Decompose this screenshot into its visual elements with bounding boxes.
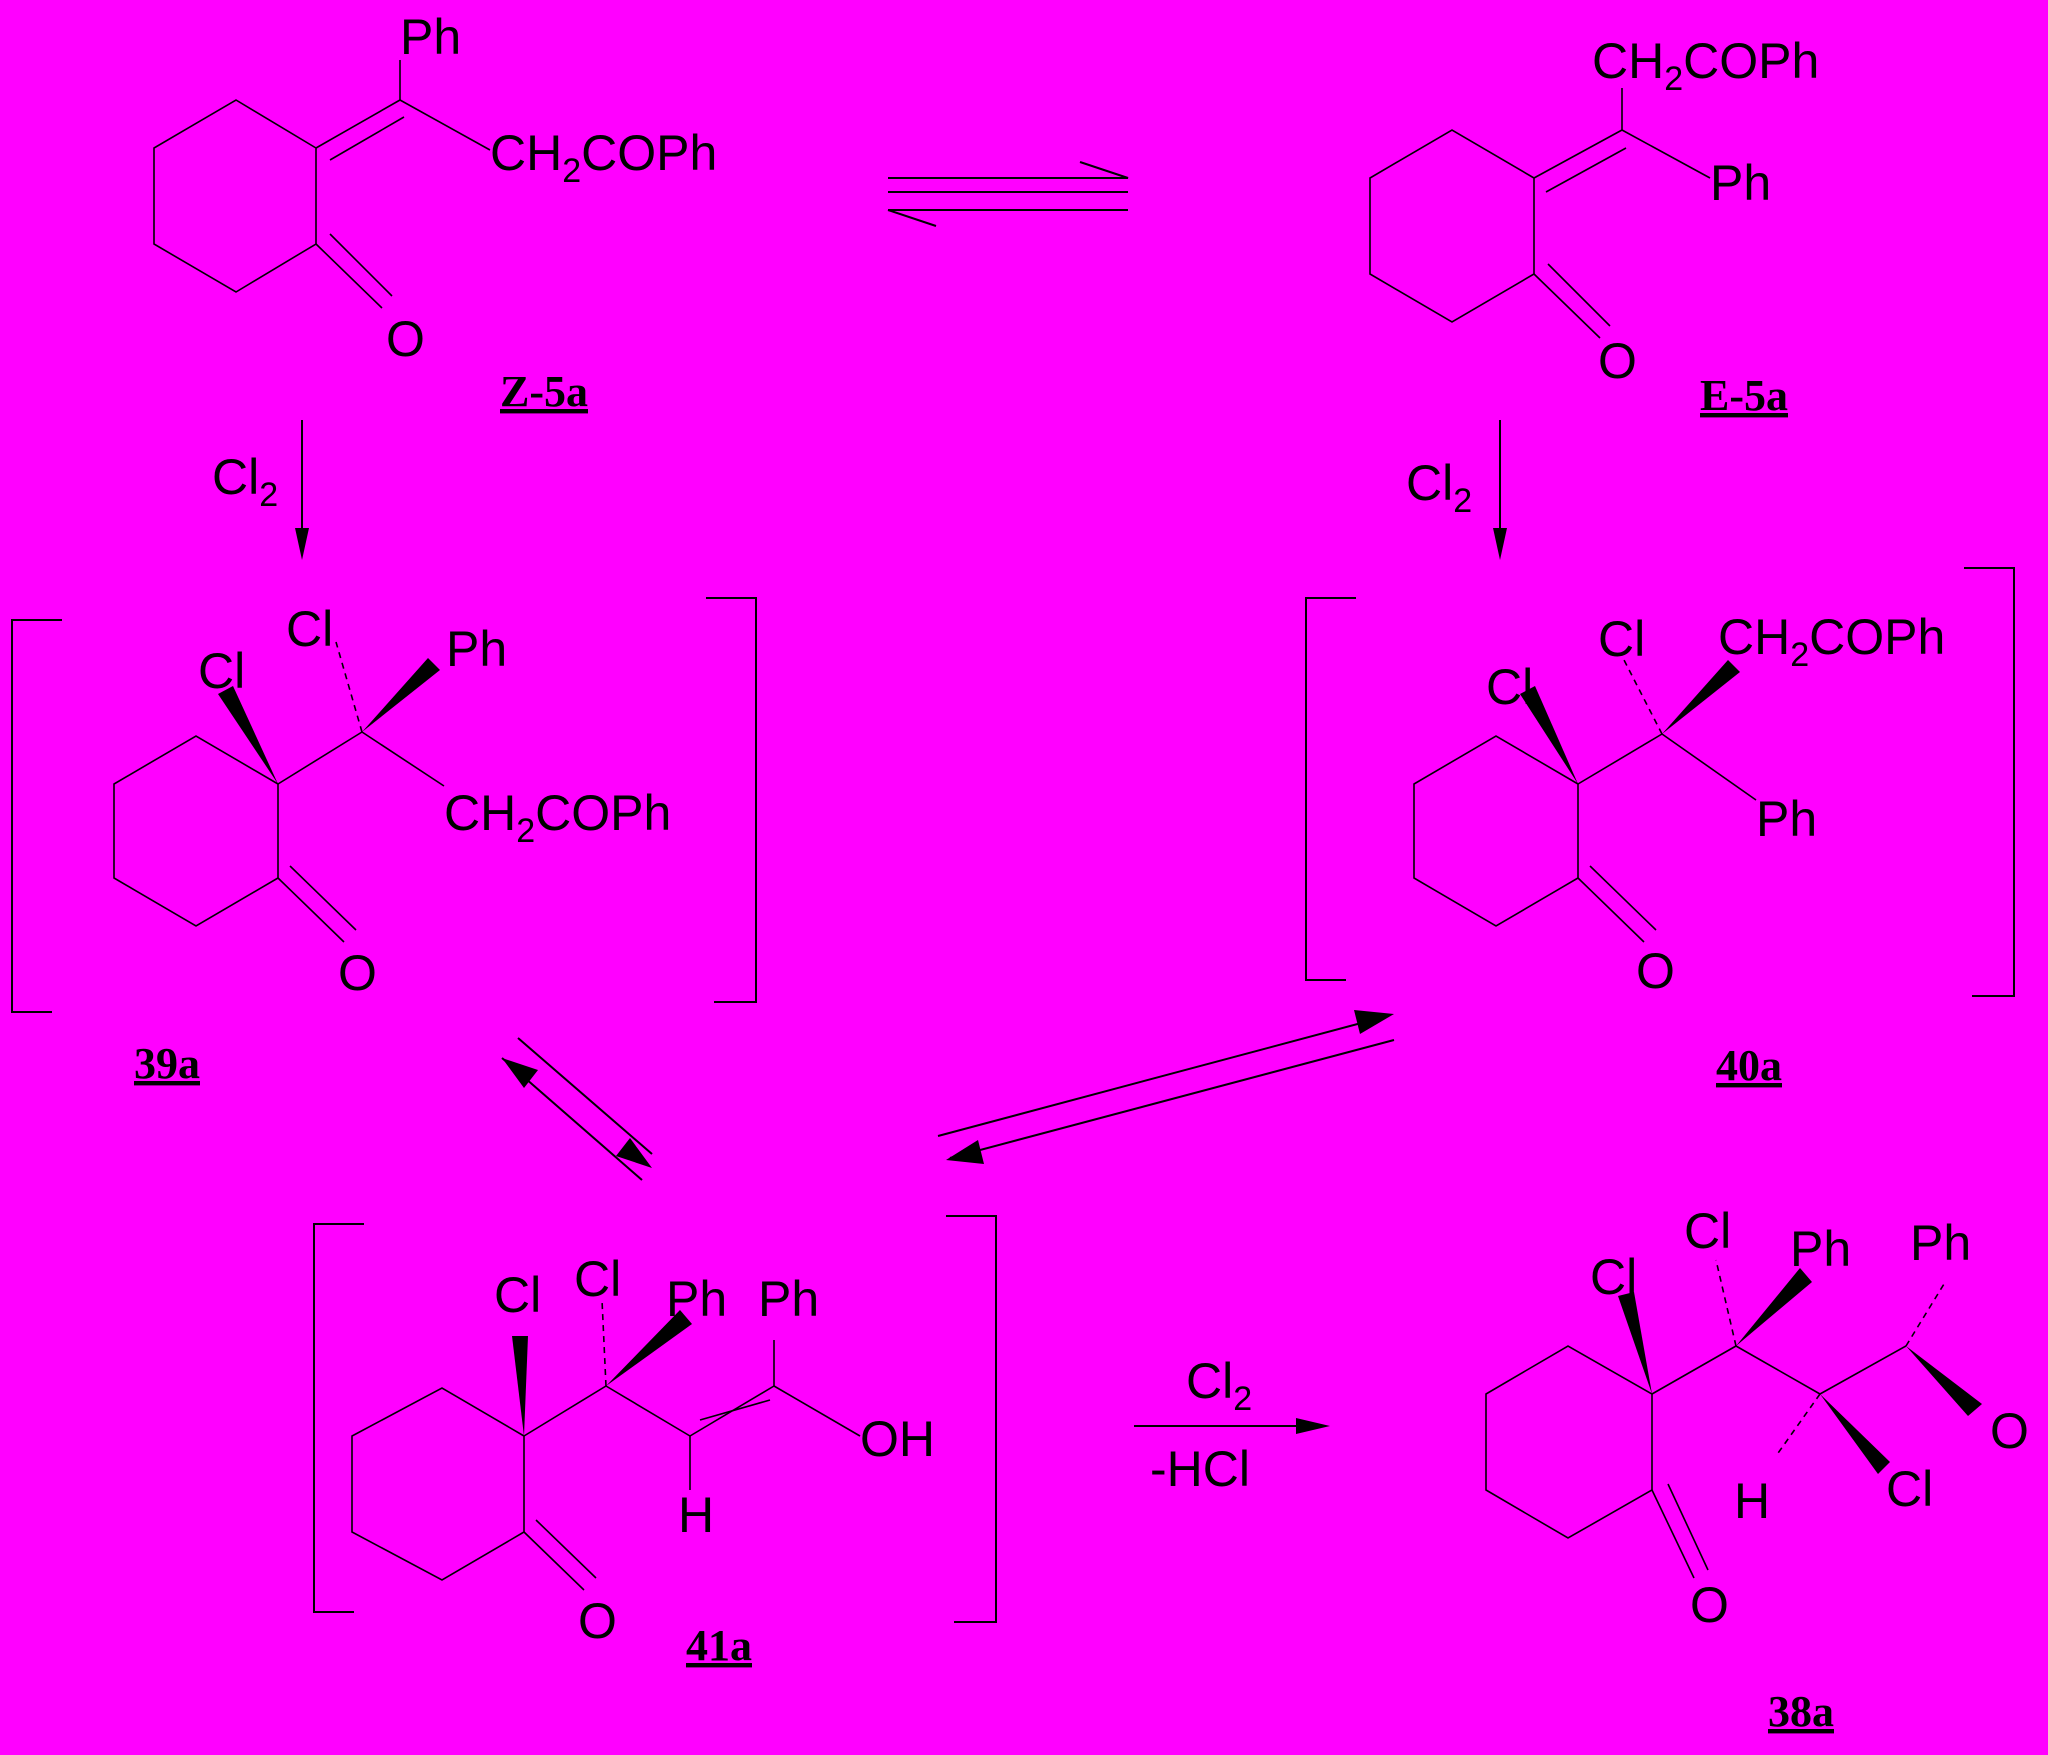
structure-z5a: Ph CH2COPh O Z-5a [153,9,717,416]
ph-label: Ph [1756,791,1817,847]
chlorine-label: Cl [1684,1203,1731,1259]
reagent-cl2-label: Cl2 [1406,455,1472,520]
equilibrium-arrows-40a-41a [937,1010,1395,1164]
arrow-e5a-to-40a: Cl2 [1406,420,1507,560]
chlorine-label: Cl [1486,659,1533,715]
ch2coph-label: CH2COPh [1718,609,1945,674]
hydrogen-label: H [678,1487,714,1543]
compound-label-39a: 39a [134,1039,200,1088]
byproduct-hcl-label: -HCl [1150,1441,1250,1497]
structure-39a: Cl Cl Ph CH2COPh O 39a [11,597,757,1088]
equilibrium-arrows-z-e [887,161,1129,227]
ch2coph-label: CH2COPh [444,785,671,850]
oxygen-label: O [338,945,377,1001]
oxygen-label: O [1636,943,1675,999]
structure-e5a: CH2COPh Ph O E-5a [1369,33,1819,420]
hydroxyl-label: OH [860,1411,935,1467]
chlorine-label: Cl [1886,1461,1933,1517]
chlorine-label: Cl [198,643,245,699]
ch2coph-label: CH2COPh [490,125,717,190]
compound-label-38a: 38a [1768,1687,1834,1736]
reagent-cl2-label: Cl2 [1186,1353,1252,1418]
compound-label-41a: 41a [686,1621,752,1670]
compound-label-40a: 40a [1716,1041,1782,1090]
structure-41a: Cl Cl Ph Ph OH H O 41a [313,1215,997,1670]
reagent-cl2-label: Cl2 [212,449,278,514]
chlorine-label: Cl [1598,611,1645,667]
equilibrium-arrows-39a-41a [501,1037,653,1181]
arrow-z5a-to-39a: Cl2 [212,420,309,560]
oxygen-label: O [578,1593,617,1649]
ph-label: Ph [758,1271,819,1327]
oxygen-label: O [1690,1577,1729,1633]
structure-40a: Cl Cl CH2COPh Ph O 40a [1305,567,2015,1090]
chlorine-label: Cl [494,1267,541,1323]
chlorine-label: Cl [574,1251,621,1307]
oxygen-label: O [1990,1403,2029,1459]
compound-label-z5a: Z-5a [500,367,588,416]
oxygen-label: O [386,311,425,367]
chlorine-label: Cl [286,601,333,657]
ph-label: Ph [1910,1215,1971,1271]
structure-38a: Cl Cl Ph Ph O Cl H O 38a [1485,1203,2029,1736]
ph-label: Ph [666,1271,727,1327]
chlorine-label: Cl [1590,1249,1637,1305]
hydrogen-label: H [1734,1473,1770,1529]
oxygen-label: O [1598,333,1637,389]
compound-label-e5a: E-5a [1700,371,1788,420]
ch2coph-label: CH2COPh [1592,33,1819,98]
ph-label: Ph [400,9,461,65]
arrow-41a-to-38a: Cl2 -HCl [1134,1353,1330,1497]
ph-label: Ph [1790,1221,1851,1277]
ph-label: Ph [446,621,507,677]
ph-label: Ph [1710,155,1771,211]
